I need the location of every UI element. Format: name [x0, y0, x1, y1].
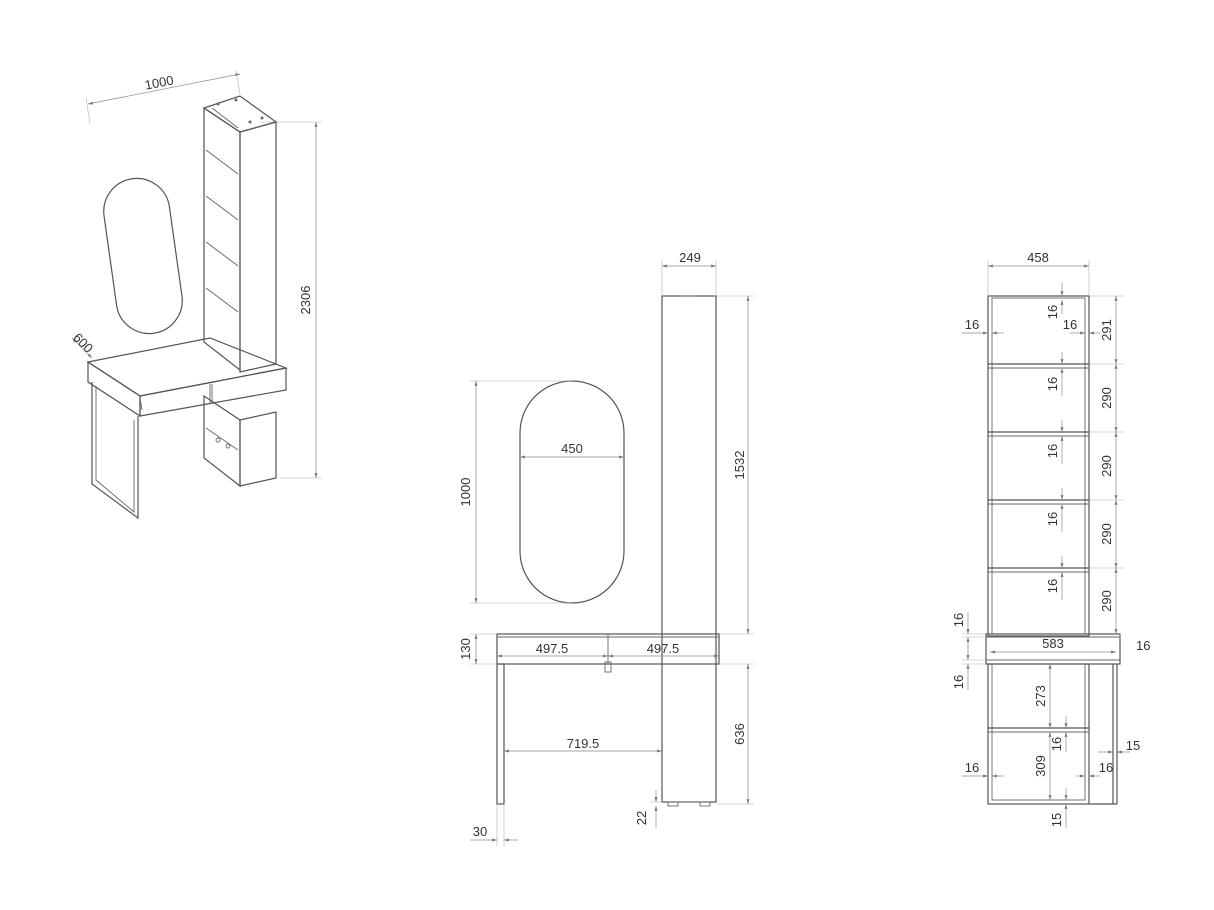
side-lower-left-dim: 16	[965, 760, 979, 775]
side-shelf-panel-1-dim: 16	[1045, 377, 1060, 391]
front-tower-width-dim: 249	[679, 250, 701, 265]
side-desk-bottom-dim: 16	[951, 675, 966, 689]
side-drawer-width-dim: 583	[1042, 636, 1064, 651]
front-leg-width-dim: 30	[473, 824, 487, 839]
side-shelf-4-dim: 290	[1099, 523, 1114, 545]
side-lower-1-dim: 273	[1033, 685, 1048, 707]
iso-mirror	[103, 177, 183, 335]
side-shelf-5-dim: 290	[1099, 590, 1114, 612]
side-shelf-2-dim: 290	[1099, 387, 1114, 409]
front-tower	[661, 295, 717, 803]
front-leg-height-dim: 636	[732, 723, 747, 745]
side-lower-2-dim: 309	[1033, 755, 1048, 777]
front-mirror-width-dim: 450	[561, 441, 583, 456]
side-right-panel-dim: 16	[1063, 317, 1077, 332]
front-drawer-right-dim: 497.5	[647, 641, 680, 656]
front-mirror	[519, 380, 625, 604]
front-drawer-left-dim: 497.5	[536, 641, 569, 656]
front-leg-span-dim: 719.5	[567, 736, 600, 751]
isometric-view: 1000 600 2306	[70, 69, 322, 520]
side-width-dim: 458	[1027, 250, 1049, 265]
iso-width-dim: 1000	[144, 72, 175, 92]
side-lower-right-dim: 16	[1099, 760, 1113, 775]
front-mirror-height-dim: 1000	[458, 478, 473, 507]
side-shelf-3-dim: 290	[1099, 455, 1114, 477]
side-shelf-panel-2-dim: 16	[1045, 444, 1060, 458]
front-leg	[496, 663, 505, 805]
iso-desk	[86, 337, 289, 520]
side-desk-top-dim: 16	[951, 613, 966, 627]
front-foot-height-dim: 22	[634, 811, 649, 825]
iso-depth-dim: 600	[70, 330, 96, 356]
side-left-panel-dim: 16	[965, 317, 979, 332]
front-tower-height-dim: 1532	[732, 451, 747, 480]
side-shelf-1-dim: 291	[1099, 319, 1114, 341]
side-leg-width-dim: 15	[1126, 738, 1140, 753]
iso-height-dim: 2306	[298, 286, 313, 315]
side-shelf-panel-4-dim: 16	[1045, 579, 1060, 593]
side-shelf-panel-3-dim: 16	[1045, 512, 1060, 526]
side-cabinet	[987, 295, 1090, 637]
front-top-thickness-dim: 130	[458, 638, 473, 660]
side-bottom-panel-dim: 15	[1049, 813, 1064, 827]
front-view: 249 1532 636 1000 450 130 497.5 497.5 71…	[458, 250, 754, 846]
side-desk-right-dim: 16	[1136, 638, 1150, 653]
iso-tall-cabinet	[202, 95, 278, 488]
side-view: 458 291 290 290 290 290 16 16 16 16 16	[951, 250, 1150, 828]
side-top-panel-dim: 16	[1045, 305, 1060, 319]
side-lower-shelf-dim: 16	[1049, 737, 1064, 751]
